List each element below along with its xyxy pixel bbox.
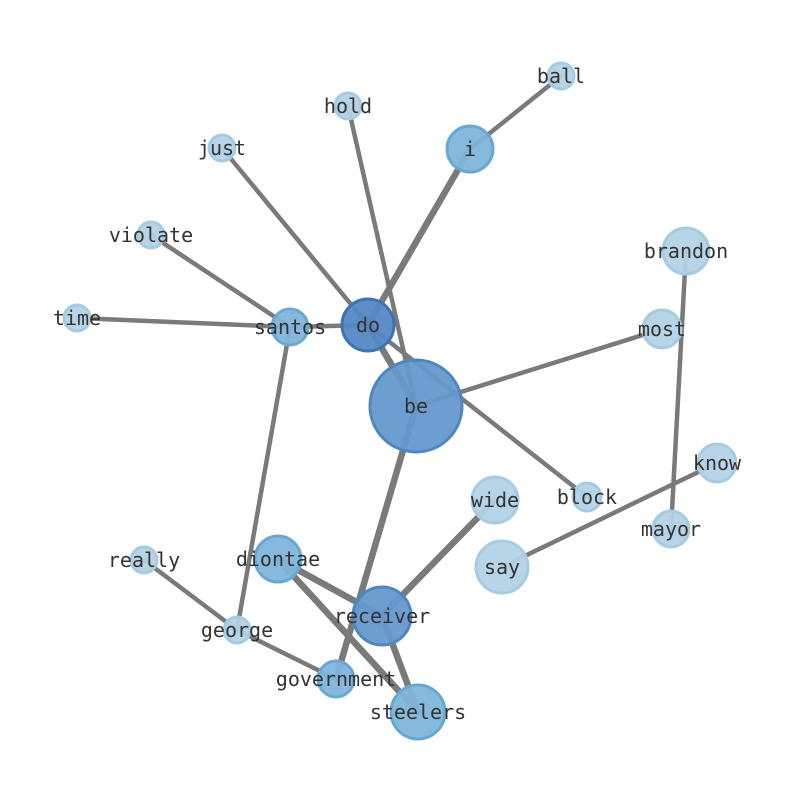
node-label-be: be (404, 394, 428, 418)
node-receiver (351, 585, 413, 647)
node-label-time: time (53, 306, 101, 330)
node-label-just: just (198, 136, 246, 160)
edge-santos-george (234, 324, 293, 633)
node-steelers (389, 683, 447, 741)
edge-do-block (365, 322, 590, 500)
node-label-hold: hold (324, 94, 372, 118)
node-label-mayor: mayor (641, 517, 701, 541)
node-government (316, 659, 356, 699)
edge-brandon-mayor (668, 248, 689, 532)
node-label-most: most (638, 317, 686, 341)
node-label-diontae: diontae (236, 547, 320, 571)
edge-do-just (219, 145, 371, 328)
node-be (368, 358, 464, 454)
edge-santos-time (74, 315, 293, 330)
node-know (696, 442, 738, 484)
labels-layer: be do receiver steelers diontae i santos govern… (53, 64, 742, 724)
node-hold (333, 91, 363, 121)
node-label-receiver: receiver (334, 604, 430, 628)
node-label-know: know (693, 451, 742, 475)
node-label-george: george (201, 618, 273, 642)
nodes-layer (62, 61, 738, 741)
node-santos (270, 307, 310, 347)
node-diontae (253, 534, 303, 584)
node-label-steelers: steelers (370, 700, 466, 724)
node-label-government: government (276, 667, 396, 691)
edge-george-really (141, 557, 240, 633)
edge-do-i (364, 145, 474, 329)
node-label-violate: violate (109, 223, 193, 247)
node-most (641, 308, 683, 350)
node-say (474, 539, 530, 595)
node-label-block: block (557, 485, 617, 509)
edge-santos-violate (148, 232, 293, 330)
edge-say-know (499, 460, 720, 570)
node-label-wide: wide (471, 488, 519, 512)
node-ball (546, 61, 576, 91)
node-really (129, 545, 159, 575)
node-mayor (651, 509, 691, 549)
node-george (222, 615, 252, 645)
node-label-brandon: brandon (644, 239, 728, 263)
node-label-ball: ball (537, 64, 585, 88)
node-block (571, 481, 603, 513)
node-do (340, 297, 396, 353)
node-i (445, 124, 495, 174)
node-brandon (661, 226, 711, 276)
node-violate (136, 220, 166, 250)
node-label-santos: santos (254, 315, 326, 339)
node-wide (470, 475, 520, 525)
node-label-say: say (484, 555, 520, 579)
node-label-really: really (108, 548, 180, 572)
node-label-i: i (464, 137, 476, 161)
node-label-do: do (356, 313, 380, 337)
node-just (207, 133, 237, 163)
edge-diontae-steelers (274, 555, 422, 716)
node-time (62, 303, 92, 333)
